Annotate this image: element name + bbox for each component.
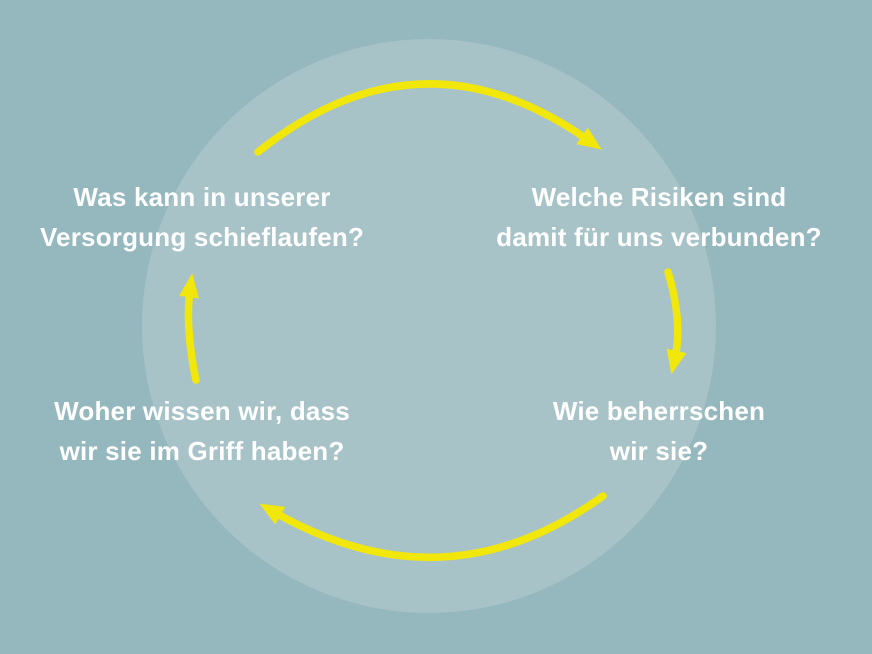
cycle-background-circle (142, 39, 716, 613)
question-line: Wie beherrschen (552, 396, 766, 426)
question-line: Woher wissen wir, dass (54, 396, 350, 426)
question-line: Welche Risiken sind (531, 182, 787, 212)
question-top-right: Welche Risiken sind damit für uns verbun… (469, 177, 849, 257)
question-top-left: Was kann in unserer Versorgung schieflau… (12, 177, 392, 257)
question-bottom-right: Wie beherrschen wir sie? (469, 391, 849, 471)
arrow-bottom-clockwise (259, 492, 607, 562)
question-line: wir sie im Griff haben? (59, 436, 345, 466)
arrow-left-up (179, 273, 200, 384)
question-line: Was kann in unserer (73, 182, 331, 212)
question-bottom-left: Woher wissen wir, dass wir sie im Griff … (12, 391, 392, 471)
question-line: Versorgung schieflaufen? (39, 222, 365, 252)
arrow-right-down (664, 268, 687, 375)
question-line: wir sie? (609, 436, 709, 466)
question-line: damit für uns verbunden? (496, 222, 822, 252)
arrow-top-clockwise (254, 80, 602, 156)
